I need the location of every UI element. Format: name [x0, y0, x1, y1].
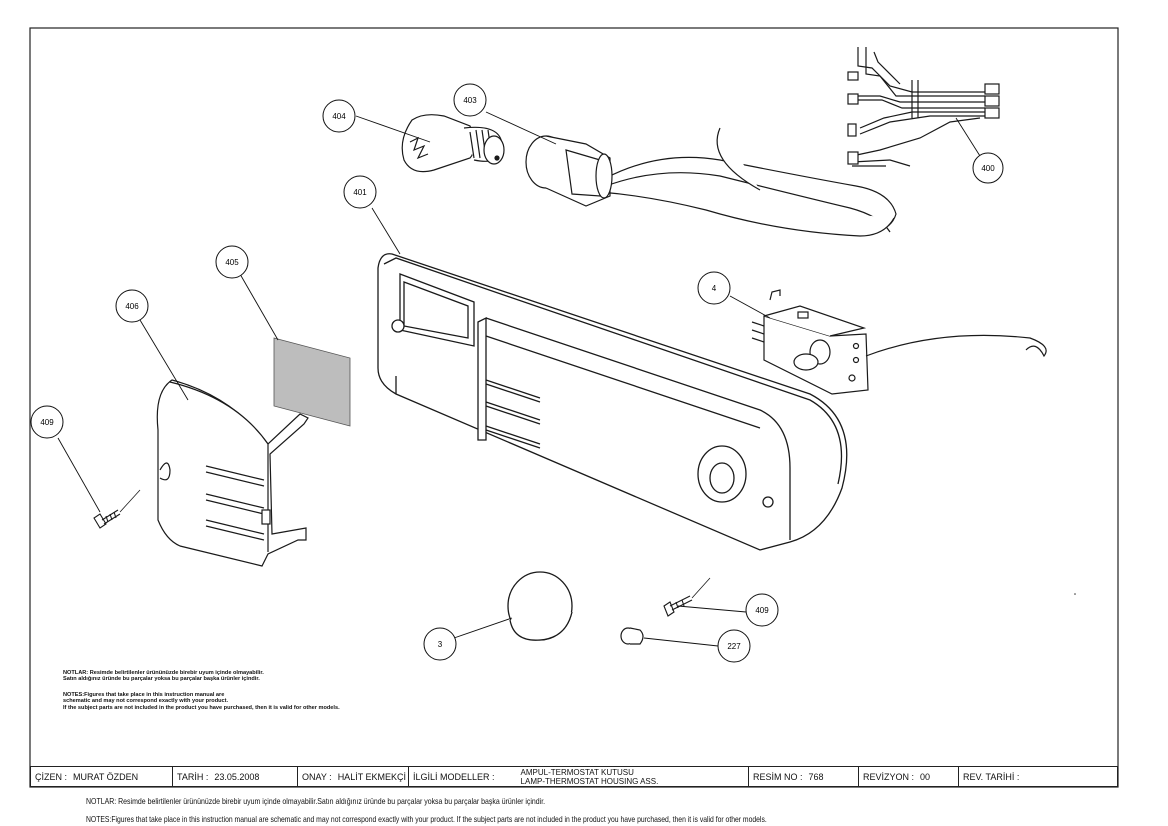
- callout-403-label: 403: [463, 96, 477, 105]
- callout-4: [697, 271, 731, 305]
- callout-409-right-label: 409: [755, 606, 769, 615]
- drawing-no-key: RESİM NO :: [753, 771, 803, 782]
- assembly-name-tr: AMPUL-TERMOSTAT KUTUSU: [520, 767, 634, 777]
- callout-3: [423, 627, 457, 661]
- leader-400: [955, 117, 981, 157]
- leader-409-right: [677, 605, 747, 613]
- callout-406-label: 406: [125, 302, 139, 311]
- callout-406: [115, 289, 149, 323]
- title-block: ÇİZEN : MURAT ÖZDEN TARİH : 23.05.2008 O…: [30, 766, 1118, 787]
- inner-notes: NOTLAR: Resimde belirtilenler ürününüzde…: [63, 670, 340, 711]
- leader-409-left: [57, 437, 101, 513]
- inner-note-tr-2: Satın aldığınız üründe bu parçalar yoksa…: [63, 676, 260, 683]
- thermostat-knob: [507, 571, 573, 641]
- callout-409-left-label: 409: [40, 418, 54, 427]
- callout-405-label: 405: [225, 258, 239, 267]
- wiring-harness: [847, 47, 1000, 167]
- footer-note-en: NOTES:Figures that take place in this in…: [86, 814, 767, 824]
- callout-400-label: 400: [981, 164, 995, 173]
- callout-405: [215, 245, 249, 279]
- approved-cell: ONAY : HALİT EKMEKÇİ: [298, 767, 409, 786]
- rev-date-cell: REV. TARİHİ :: [959, 767, 1117, 786]
- leader-404: [355, 115, 431, 143]
- callout-409-right: [745, 593, 779, 627]
- leader-3: [453, 617, 513, 639]
- date-cell: TARİH : 23.05.2008: [173, 767, 298, 786]
- footer-note-tr: NOTLAR: Resimde belirtilenler ürününüzde…: [86, 796, 546, 806]
- inner-note-en-2: schematic and may not correspond exactly…: [63, 698, 229, 705]
- drawing-frame: [29, 27, 1119, 788]
- revision-key: REVİZYON :: [863, 771, 915, 782]
- leader-227: [643, 637, 719, 647]
- lamp-bulb: [401, 114, 505, 173]
- label-sticker: [273, 337, 351, 427]
- leader-4: [729, 295, 771, 319]
- drawing-no-value: 768: [808, 771, 824, 782]
- callout-409-left: [30, 405, 64, 439]
- callout-4-label: 4: [712, 284, 717, 293]
- callout-401: [343, 175, 377, 209]
- callout-401-label: 401: [353, 188, 367, 197]
- inner-note-en-1: NOTES:Figures that take place in this in…: [63, 691, 225, 698]
- drawn-by-key: ÇİZEN :: [35, 771, 68, 782]
- inner-note-en-3: If the subject parts are not included in…: [63, 704, 340, 711]
- callout-404-label: 404: [332, 112, 346, 121]
- leader-403: [485, 111, 557, 145]
- callout-400: [972, 152, 1004, 184]
- callout-3-label: 3: [438, 640, 443, 649]
- leader-406: [139, 319, 189, 401]
- date-value: 23.05.2008: [214, 771, 260, 782]
- leader-405: [239, 273, 279, 341]
- models-key: İLGİLİ MODELLER :: [413, 771, 495, 782]
- revision-value: 00: [920, 771, 931, 782]
- leader-401: [371, 207, 401, 255]
- callout-404: [322, 99, 356, 133]
- lamp-cover: [156, 379, 309, 567]
- callout-227: [717, 629, 751, 663]
- drawn-by-cell: ÇİZEN : MURAT ÖZDEN: [31, 767, 173, 786]
- small-cap: [620, 627, 644, 645]
- approved-value: HALİT EKMEKÇİ: [337, 771, 407, 782]
- screw-right: [663, 577, 711, 617]
- screw-left: [93, 489, 141, 529]
- thermostat: [751, 289, 1047, 395]
- stray-dot: [1074, 593, 1076, 595]
- assembly-name-en: LAMP-THERMOSTAT HOUSING ASS.: [520, 776, 659, 786]
- lamp-socket: [525, 127, 897, 237]
- lamp-thermostat-housing: [377, 253, 848, 551]
- inner-note-tr-1: NOTLAR: Resimde belirtilenler ürününüzde…: [63, 670, 264, 676]
- drawn-by-value: MURAT ÖZDEN: [73, 771, 139, 782]
- date-key: TARİH :: [177, 771, 209, 782]
- models-cell: İLGİLİ MODELLER : AMPUL-TERMOSTAT KUTUSU…: [409, 767, 749, 786]
- callout-227-label: 227: [727, 642, 741, 651]
- approved-key: ONAY :: [302, 771, 332, 782]
- rev-date-key: REV. TARİHİ :: [963, 771, 1020, 782]
- drawing-no-cell: RESİM NO : 768: [749, 767, 859, 786]
- revision-cell: REVİZYON : 00: [859, 767, 959, 786]
- callout-403: [453, 83, 487, 117]
